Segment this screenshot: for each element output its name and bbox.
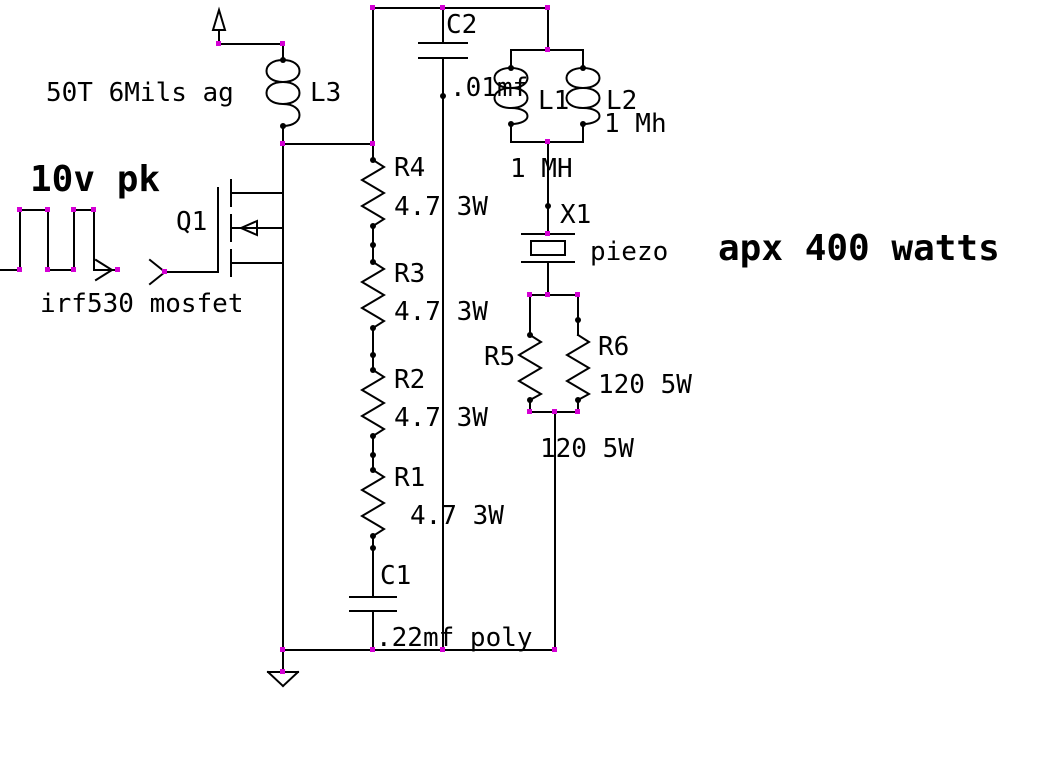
r1-label: R1: [394, 463, 425, 493]
mosfet-q1: [164, 143, 284, 651]
piezo-x1: [521, 233, 575, 296]
drive-amplitude-label: 10v pk: [30, 159, 160, 200]
c2-value: .01mf: [450, 73, 528, 103]
c2-label: C2: [446, 10, 477, 40]
capacitor-c2: [418, 7, 468, 651]
piezo-label: piezo: [590, 237, 668, 267]
l3-label: L3: [310, 78, 341, 108]
c1-value: .22mf poly: [376, 623, 533, 653]
r2-value: 4.7 3W: [394, 403, 488, 433]
l2-value: 1 Mh: [604, 109, 667, 139]
junction-dots: [280, 57, 586, 551]
l1-value: 1 MH: [510, 154, 573, 184]
supply-terminal: [211, 6, 284, 45]
node-markers: [17, 5, 580, 674]
r1-value: 4.7 3W: [410, 501, 504, 531]
l2-label: L2: [606, 86, 637, 116]
q1-label: Q1: [176, 207, 207, 237]
r3-value: 4.7 3W: [394, 297, 488, 327]
r6-label: R6: [598, 332, 629, 362]
x1-label: X1: [560, 200, 591, 230]
r5-value: 120 5W: [540, 434, 634, 464]
r4-label: R4: [394, 153, 425, 183]
r3-label: R3: [394, 259, 425, 289]
l3-winding-note: 50T 6Mils ag: [46, 78, 234, 108]
r2-label: R2: [394, 365, 425, 395]
c1-label: C1: [380, 561, 411, 591]
r6-value: 120 5W: [598, 370, 692, 400]
r4-value: 4.7 3W: [394, 192, 488, 222]
mosfet-part-label: irf530 mosfet: [40, 289, 244, 319]
r5-label: R5: [484, 342, 515, 372]
inductor-l1: [493, 49, 584, 143]
capacitor-c1: [349, 596, 397, 651]
power-label: apx 400 watts: [718, 228, 1000, 269]
square-wave-source: [0, 209, 167, 286]
ground-rail: [266, 649, 556, 688]
l1-label: L1: [538, 86, 569, 116]
